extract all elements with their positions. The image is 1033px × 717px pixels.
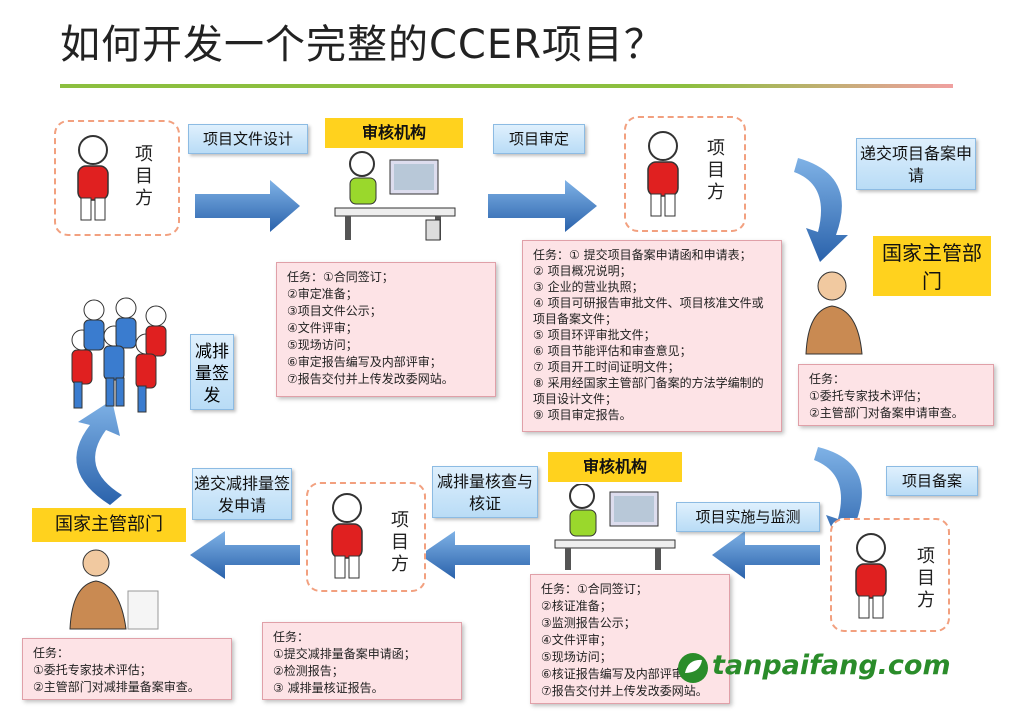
person-icon xyxy=(647,131,679,217)
page-title: 如何开发一个完整的CCER项目？ xyxy=(60,22,665,68)
arrow-right-1 xyxy=(195,180,300,232)
step-verify: 减排量核查与核证 xyxy=(432,466,538,518)
arrow-left-2 xyxy=(420,531,530,579)
agency-gov-left: 国家主管部门 xyxy=(32,508,186,542)
step-submit-record: 递交项目备案申请 xyxy=(856,138,976,190)
person-icon xyxy=(331,493,363,579)
agency-gov-right: 国家主管部门 xyxy=(873,236,991,296)
task-list-gov-issue: 任务：①委托专家技术评估；②主管部门对减排量备案审查。 xyxy=(22,638,232,700)
step-validate: 项目审定 xyxy=(493,124,585,154)
desk-worker-icon xyxy=(334,151,456,241)
title-underline xyxy=(60,84,953,88)
task-list-gov-record: 任务：①委托专家技术评估；②主管部门对备案申请审查。 xyxy=(798,364,994,426)
leaf-logo-icon xyxy=(678,653,708,683)
desk-worker-icon xyxy=(554,484,676,570)
task-list-record-submission: 任务：① 提交项目备案申请函和申请表；② 项目概况说明；③ 企业的营业执照；④ … xyxy=(522,240,782,432)
step-record: 项目备案 xyxy=(886,466,978,496)
project-party-card-1: 项目方 xyxy=(54,120,180,236)
step-design: 项目文件设计 xyxy=(188,124,308,154)
project-party-card-3: 项目方 xyxy=(306,482,426,592)
task-list-verification: 任务：①合同签订；②核证准备；③监测报告公示；④文件评审；⑤现场访问；⑥核证报告… xyxy=(530,574,730,704)
task-list-issue-submission: 任务：①提交减排量备案申请函；②检测报告；③ 减排量核证报告。 xyxy=(262,622,462,700)
step-submit-issue: 递交减排量签发申请 xyxy=(192,468,292,520)
arrow-right-2 xyxy=(488,180,597,232)
step-implement: 项目实施与监测 xyxy=(676,502,820,532)
project-party-card-4: 项目方 xyxy=(830,518,950,632)
step-issue: 减排量签发 xyxy=(190,334,234,410)
watermark: tanpaifang.com xyxy=(712,650,951,681)
arrow-curve-down-right xyxy=(794,158,848,262)
official-icon xyxy=(805,271,863,355)
party-label: 项目方 xyxy=(135,144,153,209)
crowd-icon xyxy=(71,297,167,413)
person-icon xyxy=(855,533,887,619)
project-party-card-2: 项目方 xyxy=(624,116,746,232)
arrow-left-1 xyxy=(712,531,820,579)
agency-audit-bottom: 审核机构 xyxy=(548,452,682,482)
party-label: 项目方 xyxy=(707,138,725,203)
task-list-validation: 任务：①合同签订；②审定准备；③项目文件公示；④文件评审；⑤现场访问；⑥审定报告… xyxy=(276,262,496,397)
person-icon xyxy=(77,135,109,221)
party-label: 项目方 xyxy=(917,546,935,611)
agency-audit-top: 审核机构 xyxy=(325,118,463,148)
arrow-curve-up-left xyxy=(76,400,122,505)
party-label: 项目方 xyxy=(391,510,409,575)
arrow-left-3 xyxy=(190,531,300,579)
official-icon xyxy=(69,549,159,630)
